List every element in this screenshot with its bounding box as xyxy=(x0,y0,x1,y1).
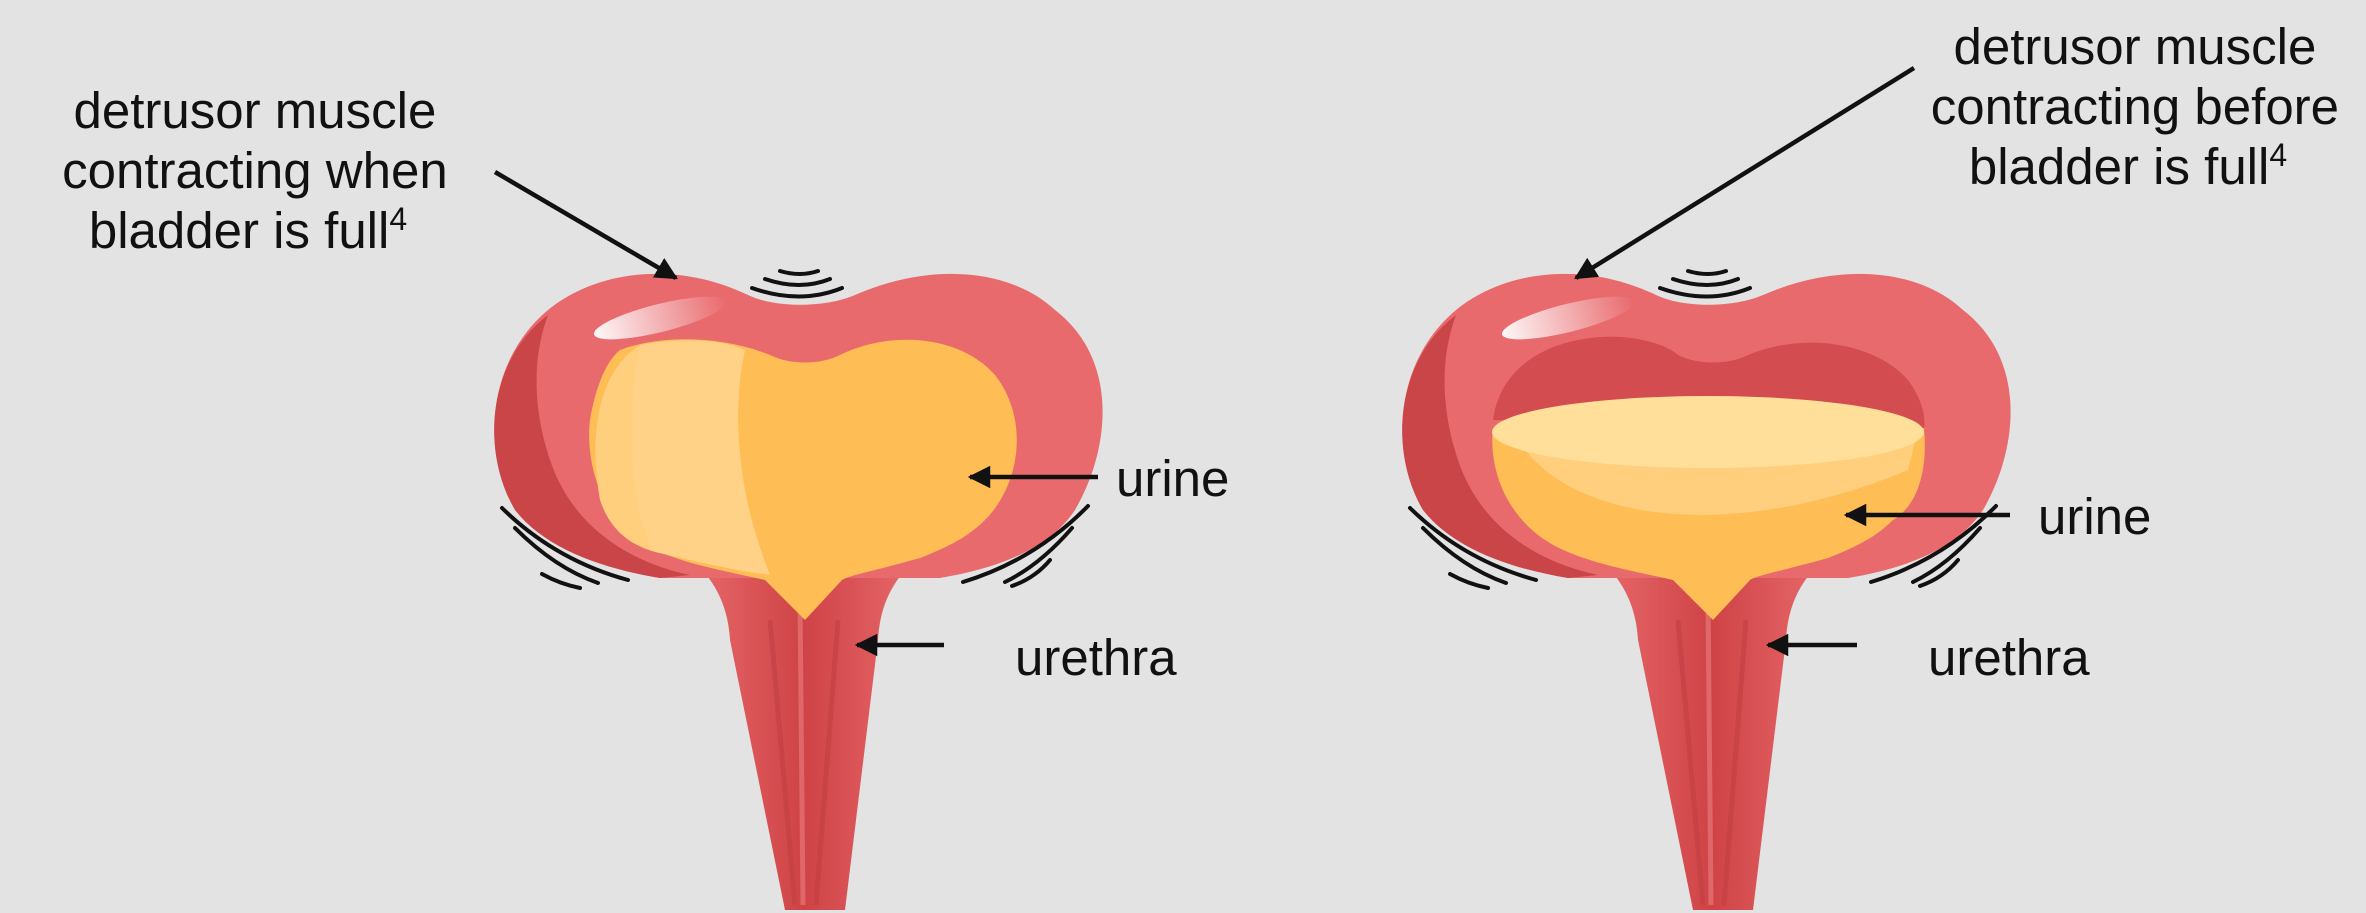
left-detrusor-line2: contracting when xyxy=(62,142,448,199)
left-detrusor-superscript: 4 xyxy=(389,201,407,237)
left-detrusor-label: detrusor muscle contracting when bladder… xyxy=(62,82,462,259)
right-detrusor-line2: contracting before xyxy=(1931,78,2339,135)
right-detrusor-superscript: 4 xyxy=(2269,137,2287,173)
left-urine-label: urine xyxy=(1116,450,1229,507)
left-detrusor-arrow xyxy=(495,172,676,278)
right-detrusor-line1: detrusor muscle xyxy=(1954,18,2317,75)
right-detrusor-label: detrusor muscle contracting before bladd… xyxy=(1931,18,2353,195)
right-bladder xyxy=(1402,274,2010,910)
right-detrusor-arrow xyxy=(1576,68,1914,278)
left-urethra-label: urethra xyxy=(1015,629,1177,686)
right-detrusor-line3: bladder is full xyxy=(1969,138,2270,195)
left-detrusor-line1: detrusor muscle xyxy=(74,82,437,139)
right-urethra-label: urethra xyxy=(1928,629,2090,686)
left-bladder xyxy=(494,274,1102,910)
right-urine-label: urine xyxy=(2038,488,2151,545)
left-detrusor-line3: bladder is full xyxy=(89,202,390,259)
right-urine-surface xyxy=(1492,396,1924,468)
